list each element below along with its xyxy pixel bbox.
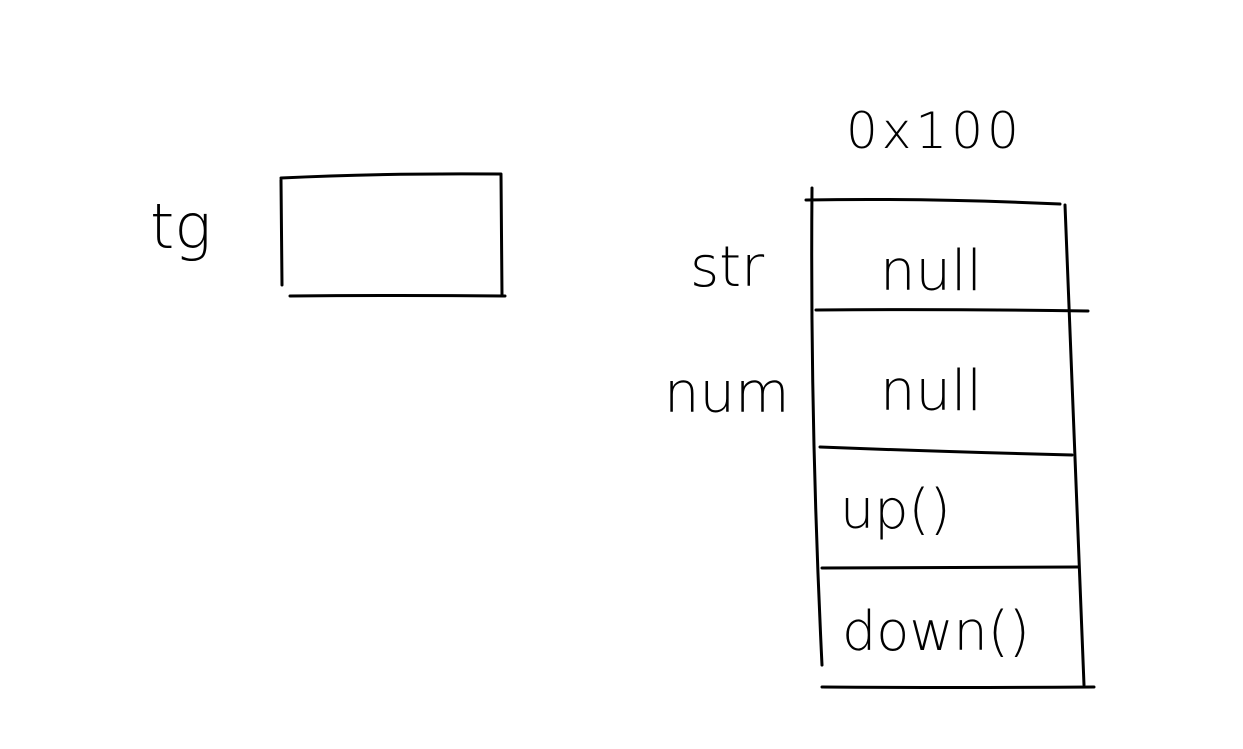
field-name: num: [664, 361, 790, 426]
field-row: str null: [690, 235, 982, 304]
object-box-right-edge: [1063, 203, 1086, 687]
method-name: up(): [840, 478, 951, 541]
object-box-top-edge: [804, 198, 1062, 206]
object-box: [804, 186, 1096, 689]
field-divider: [818, 445, 1074, 457]
method-name: down(): [842, 600, 1030, 663]
field-divider: [814, 308, 1090, 313]
field-row: num null: [664, 359, 982, 426]
field-value: null: [880, 239, 982, 304]
object-box-bottom-edge: [820, 685, 1096, 689]
object-box-left-edge: [810, 186, 824, 667]
field-name: str: [690, 235, 764, 300]
field-value: null: [880, 359, 982, 424]
object-address: 0x100: [846, 102, 1023, 160]
field-divider: [820, 565, 1080, 570]
variable-label: tg: [150, 190, 212, 263]
field-row: up(): [840, 478, 951, 541]
variable-box: [279, 172, 507, 298]
field-row: down(): [842, 600, 1030, 663]
